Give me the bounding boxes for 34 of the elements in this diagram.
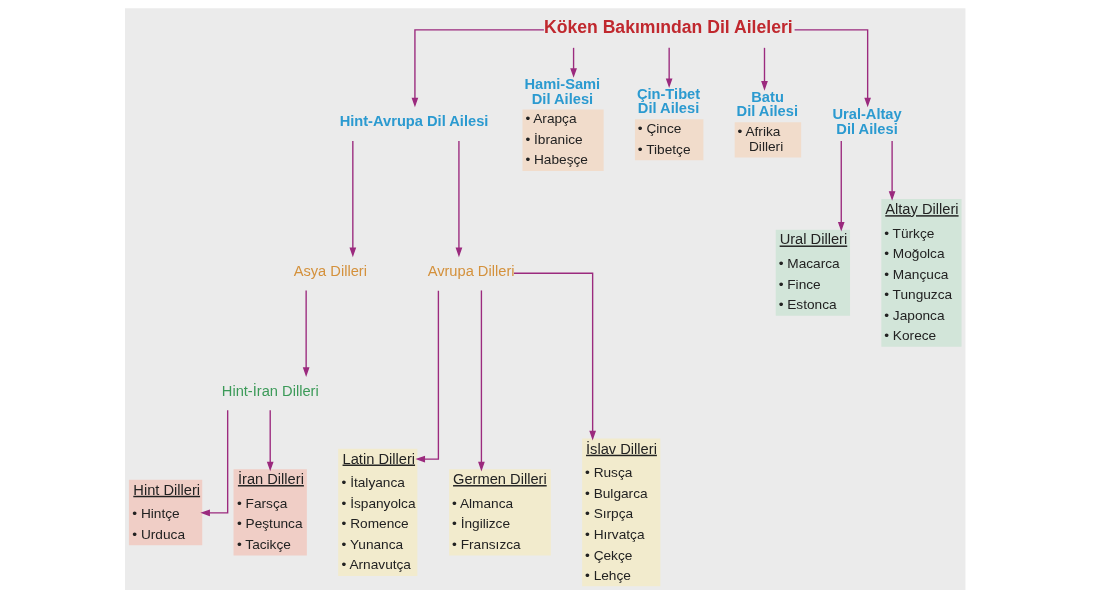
node-text: Köken Bakımından Dil Aileleri: [543, 17, 793, 38]
arrow: [512, 272, 596, 441]
node-text: Asya Dilleri: [293, 263, 367, 280]
arrow: [760, 47, 768, 91]
arrow: [302, 289, 309, 377]
arrow: [477, 289, 485, 472]
node-text: Ural-Altay Dil Ailesi: [831, 106, 902, 137]
node-box: İslav Dilleri • Rusça • Bulgarca • Sırpça • Hırvatça • Çekçe • Lehçe: [581, 438, 660, 587]
node-text: Avrupa Dilleri: [427, 263, 515, 280]
node-box: • Arapça • İbranice • Habeşçe: [522, 109, 604, 172]
node-box: Latin Dilleri • İtalyanca • İspanyolca • Romence • Yunanca • Arnavutça: [337, 448, 417, 576]
node-label: Çin-Tibet Dil Ailesi: [636, 85, 700, 117]
arrow: [455, 140, 462, 258]
arrow: [348, 140, 356, 258]
node-text: Hint-İran Dilleri: [221, 383, 319, 400]
node-box: Germen Dilleri • Almanca • İngilizce • Fransızca: [448, 469, 551, 556]
arrow: [569, 47, 577, 78]
node-label: Hami-Sami Dil Ailesi: [523, 75, 600, 107]
node-box: Ural Dilleri • Macarca • Fince • Estonca: [775, 229, 850, 316]
arrow: [199, 409, 228, 517]
node-box: • Afrika Dilleri: [734, 122, 801, 158]
arrow: [837, 140, 845, 232]
node-label: Batu Dil Ailesi: [736, 88, 798, 120]
node-box: İran Dilleri • Farsça • Peştunca • Tacikçe: [233, 469, 307, 556]
arrow: [411, 29, 545, 108]
node-box: Altay Dilleri • Türkçe • Moğolca • Mançuca • Tunguzca • Japonca • Korece: [880, 199, 962, 347]
arrow: [888, 140, 895, 201]
node-box: • Çince • Tibetçe: [634, 119, 703, 161]
arrow: [266, 409, 274, 472]
node-box: Hint Dilleri • Hintçe • Urduca: [128, 479, 202, 546]
node-text: Hint-Avrupa Dil Ailesi: [339, 112, 488, 129]
arrow: [793, 29, 871, 108]
arrow: [665, 47, 672, 88]
arrow: [414, 290, 439, 463]
